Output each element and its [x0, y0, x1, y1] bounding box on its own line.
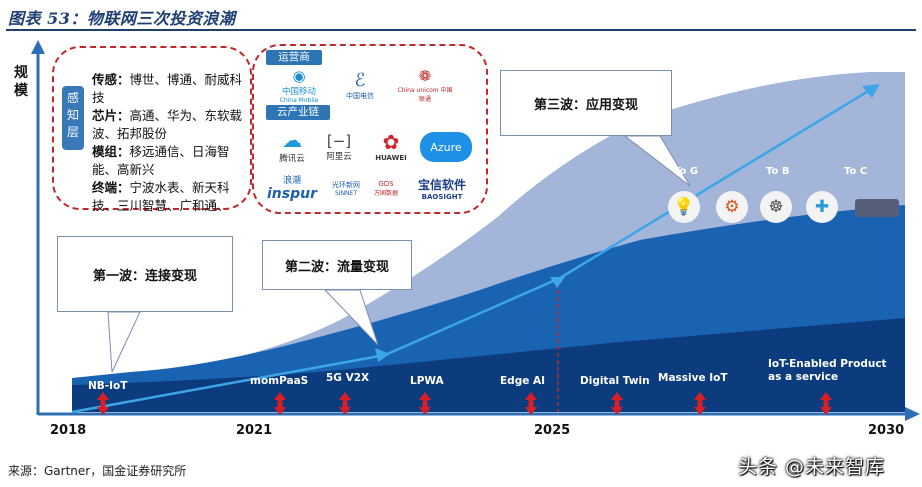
gear-wrench-icon: ⚙ — [716, 191, 748, 223]
sensing-vendor-list: 传感：博世、博通、耐威科技 芯片：高通、华为、东软载波、拓邦股份 模组：移远通信… — [92, 71, 244, 215]
milestone-mompaas: momPaaS — [250, 375, 309, 387]
wave1-callout: 第一波：连接变现 — [57, 236, 233, 312]
gds-logo: GDS 万国数据 — [373, 179, 398, 197]
aliyun-logo: [−] 阿里云 — [326, 132, 352, 162]
cloud-chain-tag: 云产业链 — [266, 105, 330, 120]
huawei-logo: ✿ HUAWEI — [375, 130, 407, 162]
y-axis-arrowhead — [31, 40, 45, 54]
chart-title: 图表 53：物联网三次投资浪潮 — [8, 9, 236, 28]
target-to-c: To C — [844, 166, 868, 177]
huawei-icon: ✿ — [382, 130, 400, 154]
year-2030: 2030 — [868, 423, 905, 438]
wave2-callout: 第二波：流量变现 — [262, 240, 412, 290]
wave2-callout-tail — [323, 289, 379, 346]
sinnet-logo: 光环新网 SINNET — [332, 180, 360, 197]
operators-tag: 运营商 — [266, 50, 322, 65]
milestone-digital-twin: Digital Twin — [580, 375, 650, 387]
china-telecom-logo: ℰ 中国电信 — [346, 69, 374, 100]
sensing-layer-box — [52, 46, 252, 210]
steering-wheel-icon: ☸ — [760, 191, 792, 223]
tencent-cloud-logo: ☁ 腾讯云 — [279, 128, 305, 164]
china-unicom-logo: ❁ China unicom 中国联通 — [397, 67, 453, 103]
china-mobile-logo: ◉ 中国移动 China Mobile — [279, 66, 319, 104]
growth-arrow — [71, 88, 871, 414]
baosight-logo: 宝信软件 BAOSIGHT — [417, 177, 466, 201]
china-mobile-icon: ◉ — [292, 66, 306, 85]
milestone-nb-iot: NB-IoT — [88, 380, 128, 392]
china-unicom-icon: ❁ — [418, 67, 432, 85]
year-2018: 2018 — [50, 423, 87, 438]
tencent-cloud-icon: ☁ — [282, 128, 302, 152]
watermark: 头条 @未来智库 — [738, 456, 886, 478]
year-2021: 2021 — [236, 423, 273, 438]
growth-arrowhead-1 — [375, 348, 390, 362]
aliyun-icon: [−] — [326, 132, 352, 150]
china-telecom-icon: ℰ — [354, 69, 366, 91]
target-to-b: To B — [766, 166, 790, 177]
source-note: 来源：Gartner，国金证券研究所 — [8, 464, 187, 478]
lightbulb-icon: 💡 — [668, 191, 700, 223]
target-to-g: To G — [674, 166, 699, 177]
wave3-callout-tail — [623, 135, 691, 187]
sensing-row: 模组：移远通信、日海智能、高新兴 — [92, 144, 230, 177]
y-axis-label: 规模 — [14, 65, 28, 99]
truck-icon — [855, 199, 899, 217]
dark-area — [72, 318, 905, 412]
milestone-massive-iot: Massive IoT — [658, 372, 728, 384]
sensing-row: 终端：宁波水表、新天科技、三川智慧、广和通、 — [92, 180, 230, 213]
growth-arrowhead-2 — [550, 277, 565, 288]
wave1-callout-tail — [107, 311, 141, 373]
medical-kit-icon: ✚ — [806, 191, 838, 223]
sensing-layer-tag: 感知层 — [62, 86, 84, 150]
x-axis-arrowhead — [905, 407, 920, 421]
sensing-row: 传感：博世、博通、耐威科技 — [92, 72, 243, 105]
ecosystem-box — [252, 44, 488, 214]
milestone-edge-ai: Edge AI — [500, 375, 546, 387]
sensing-row: 芯片：高通、华为、东软载波、拓邦股份 — [92, 108, 243, 141]
growth-arrowhead-3 — [862, 84, 880, 98]
year-2025: 2025 — [534, 423, 571, 438]
wave3-callout: 第三波：应用变现 — [500, 70, 672, 136]
header: 图表 53：物联网三次投资浪潮 — [0, 0, 922, 31]
inspur-logo: 浪潮 inspur — [267, 175, 317, 202]
milestone-lpwa: LPWA — [410, 375, 444, 387]
header-rule — [6, 29, 916, 31]
milestone-5g-v2x: 5G V2X — [326, 372, 370, 384]
azure-logo: Azure — [420, 132, 472, 162]
milestone-iot-product-service: IoT-Enabled Product as a service — [768, 358, 887, 383]
